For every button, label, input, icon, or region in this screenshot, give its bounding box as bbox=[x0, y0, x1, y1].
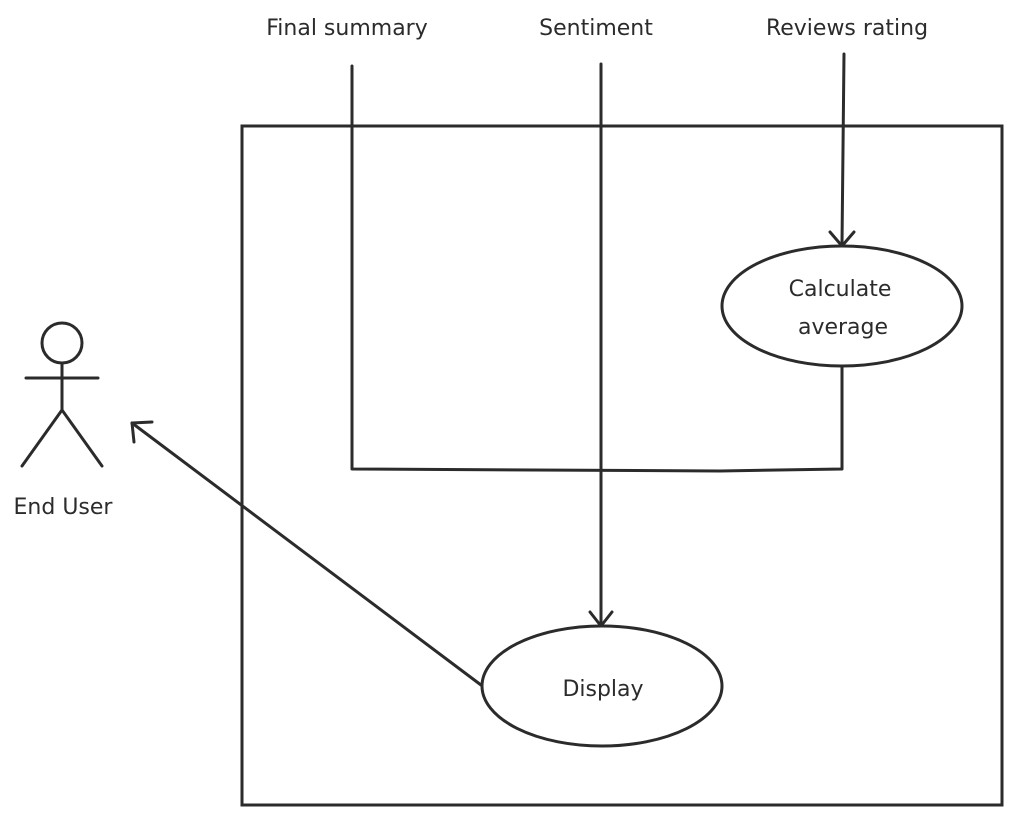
display-label: Display bbox=[562, 677, 643, 702]
label-reviews-rating: Reviews rating bbox=[766, 16, 928, 41]
actor-name-label: End User bbox=[14, 495, 114, 520]
use-case-display: Display bbox=[480, 624, 724, 748]
calculate-average-label-line2: average bbox=[798, 315, 888, 340]
use-case-calculate-average: Calculate average bbox=[720, 244, 964, 368]
label-final-summary: Final summary bbox=[266, 16, 428, 41]
label-sentiment: Sentiment bbox=[539, 16, 653, 41]
reviews-rating-flow-line bbox=[840, 52, 846, 246]
calculate-average-label-line1: Calculate bbox=[789, 277, 892, 302]
actor-head bbox=[40, 321, 84, 365]
actor-end-user: End User bbox=[14, 321, 114, 520]
final-summary-flow-line bbox=[350, 64, 844, 473]
actor-left-leg bbox=[20, 408, 64, 468]
actor-right-leg bbox=[60, 408, 104, 468]
display-to-user-arrowhead bbox=[130, 420, 154, 444]
display-to-user-line bbox=[130, 421, 483, 687]
system-boundary bbox=[240, 124, 1004, 807]
